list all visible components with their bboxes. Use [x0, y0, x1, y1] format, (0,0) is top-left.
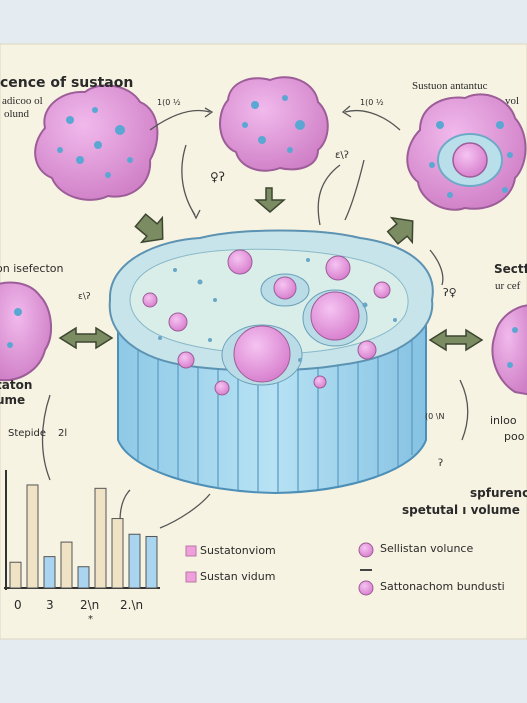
label-right-small: ʔ♀: [443, 286, 457, 299]
note-tm: (0 \N: [425, 412, 445, 421]
note-right-mark: ʔ: [438, 458, 444, 469]
cell-top-center: [219, 76, 329, 172]
cell-mid-left: [0, 281, 52, 382]
bar-a2: [26, 484, 39, 589]
label-bottom-right-1: spfurence: [470, 486, 527, 500]
bar-a3: [43, 556, 56, 589]
note-center: ɛ\ʔ: [335, 150, 349, 161]
subtitle-top-left-1: adicoo ol: [2, 95, 43, 107]
bar-a6: [94, 487, 107, 589]
bar-a5: [77, 566, 90, 589]
legend-dot-2: [358, 580, 374, 596]
bar-a1: [9, 561, 22, 589]
bar-a9: [145, 535, 158, 589]
title-top-right-2: vol: [505, 95, 520, 107]
subtitle-top-left-2: olund: [4, 108, 30, 120]
note-2l: 2l: [58, 428, 68, 439]
x-tick-1: 3: [46, 598, 54, 612]
bar-a8: [128, 533, 141, 589]
legend-label-1: Sustatonviom: [200, 544, 276, 557]
legend-label-4: Sattonachom bundusti: [380, 580, 505, 593]
note-hook: ♀ʔ: [210, 170, 225, 184]
x-star: *: [88, 614, 93, 625]
central-cylinder: [108, 229, 434, 495]
cell-top-left: [34, 84, 159, 201]
x-tick-0: 0: [14, 598, 22, 612]
label-right-title: Sectfi: [494, 262, 527, 276]
legend-label-3: Sellistan volunce: [380, 542, 474, 555]
label-lower-left-1: taton: [0, 378, 33, 392]
title-top-right-1: Sustuon antantuc: [412, 80, 488, 92]
double-arrows: [58, 187, 484, 352]
label-lower-right-2: poo: [504, 430, 525, 443]
x-tick-3: 2.\n: [120, 598, 144, 612]
label-lower-right-1: inloo: [490, 414, 517, 427]
label-mid-left: on isefecton: [0, 262, 64, 275]
bar-a4: [60, 541, 73, 589]
label-left-small: ɛ\ʔ: [78, 292, 91, 302]
legend-label-2: Sustan vidum: [200, 570, 276, 583]
chart-bars: [9, 484, 158, 589]
note-arrow-right: 1(0 ½: [360, 98, 384, 107]
label-right-sub: ur cef: [495, 280, 521, 292]
bar-a7: [111, 518, 124, 589]
cell-mid-right: [491, 304, 527, 396]
label-bottom-right-2: spetutal ı volume: [402, 503, 520, 517]
label-steoide: Stepide: [8, 428, 47, 439]
title-top-left: ucence of sustaon: [0, 75, 134, 91]
label-lower-left-2: ume: [0, 393, 26, 407]
note-arrow-left: 1(0 ½: [157, 98, 181, 107]
x-tick-2: 2\n: [80, 598, 100, 612]
legend-swatch-2: [185, 571, 197, 583]
legend-swatch-1: [185, 545, 197, 557]
cell-top-right: [406, 93, 527, 211]
legend-dot-1: [358, 542, 374, 558]
